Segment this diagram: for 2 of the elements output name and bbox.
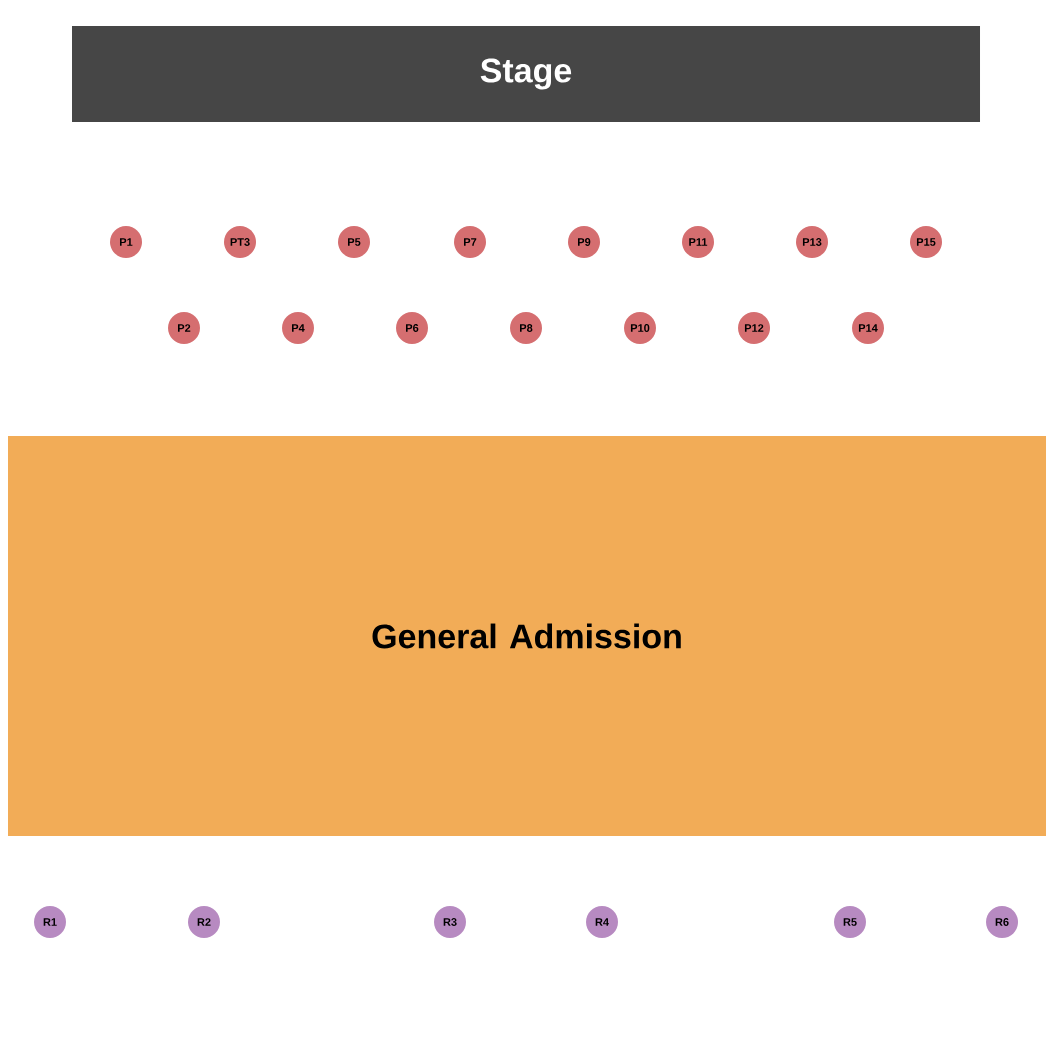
stage-block: Stage xyxy=(72,26,980,122)
general-admission-area: General Admission xyxy=(8,436,1046,836)
